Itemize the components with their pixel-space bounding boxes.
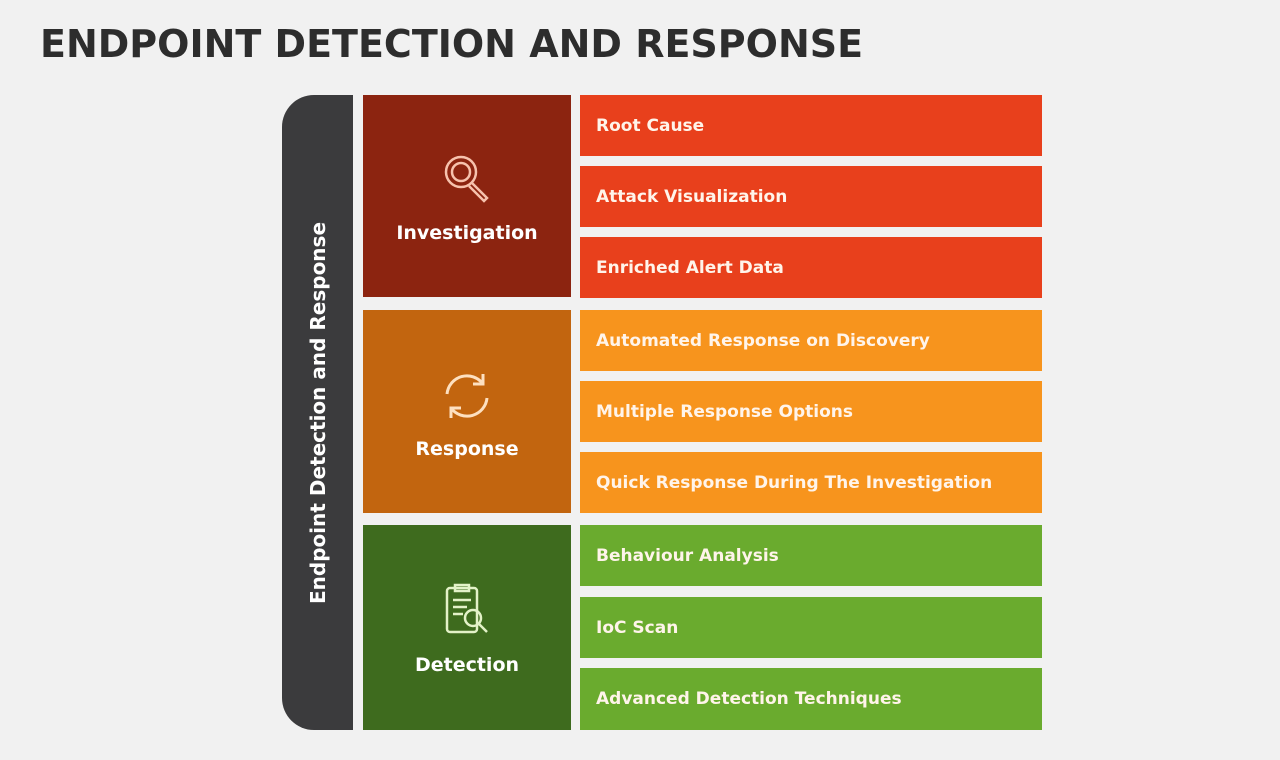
category-label: Investigation [396,222,538,244]
sidebar-label: Endpoint Detection and Response [305,221,330,604]
item-multiple-response-options: Multiple Response Options [580,381,1042,442]
item-ioc-scan: IoC Scan [580,597,1042,658]
magnifier-icon [444,155,489,203]
item-behaviour-analysis: Behaviour Analysis [580,525,1042,586]
item-quick-response: Quick Response During The Investigation [580,452,1042,513]
sidebar-bar: Endpoint Detection and Response [282,95,353,730]
item-enriched-alert-data: Enriched Alert Data [580,237,1042,298]
category-label: Response [415,437,519,460]
category-response: Response [363,310,571,513]
category-detection: Detection [363,525,571,730]
item-attack-visualization: Attack Visualization [580,166,1042,227]
category-label: Detection [414,653,520,676]
page-title: ENDPOINT DETECTION AND RESPONSE [40,22,864,66]
clipboard-search-icon [445,583,488,633]
category-investigation: Investigation [363,95,571,297]
item-root-cause: Root Cause [580,95,1042,156]
item-automated-response: Automated Response on Discovery [580,310,1042,371]
item-advanced-detection: Advanced Detection Techniques [580,668,1042,730]
refresh-icon [445,373,489,418]
